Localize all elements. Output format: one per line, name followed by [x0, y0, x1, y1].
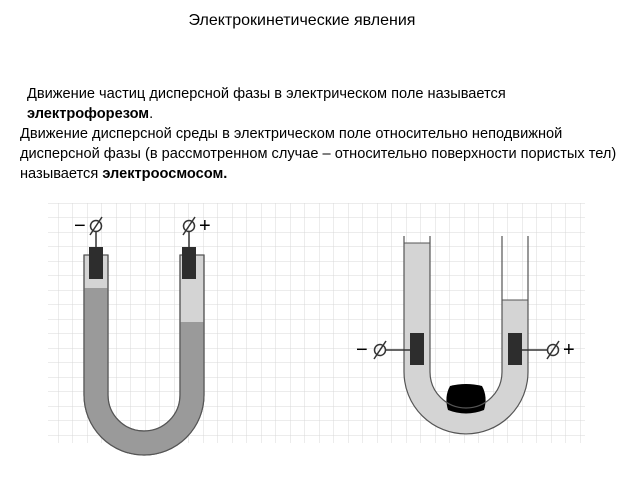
right-tube-liquid [404, 243, 528, 434]
right-tube-outline [403, 236, 529, 435]
electrophoresis-term: электрофорезом [27, 106, 150, 122]
electrophoresis-definition: Движение частиц дисперсной фазы в электр… [20, 84, 628, 124]
electrophoresis-text: Движение частиц дисперсной фазы в электр… [27, 86, 506, 102]
right-plus-sign: + [563, 339, 575, 361]
left-electrode-minus [89, 247, 103, 279]
definitions-text: Движение частиц дисперсной фазы в электр… [20, 84, 628, 184]
electrophoresis-period: . [149, 106, 154, 122]
electroosmosis-apparatus: − + [356, 236, 575, 435]
right-minus-sign: − [356, 339, 368, 361]
left-tube-outline [83, 255, 205, 456]
electroosmosis-term: электроосмосом. [102, 166, 228, 182]
porous-plug [446, 384, 486, 414]
left-minus-sign: − [74, 215, 86, 237]
right-electrode-plus [508, 333, 522, 365]
left-electrode-plus [182, 247, 196, 279]
left-terminal-plus-icon [182, 216, 196, 236]
right-terminal-minus-icon [373, 340, 387, 360]
left-terminal-minus-icon [89, 216, 103, 236]
right-terminal-plus-icon [546, 340, 560, 360]
right-electrode-minus [410, 333, 424, 365]
electroosmosis-text: Движение дисперсной среды в электрическо… [20, 126, 617, 182]
electroosmosis-definition: Движение дисперсной среды в электрическо… [20, 124, 628, 184]
page-title: Электрокинетические явления [188, 12, 416, 29]
left-plus-sign: + [199, 215, 211, 237]
electrophoresis-apparatus: − + [74, 215, 211, 456]
